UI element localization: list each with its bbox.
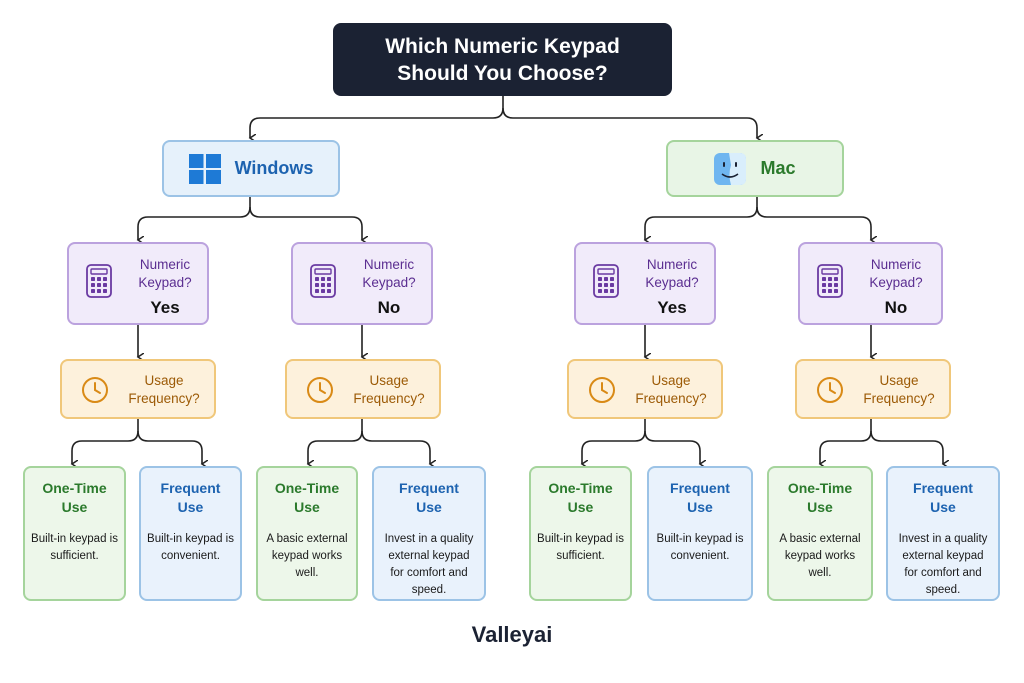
mac-node: Mac [666, 140, 844, 197]
clock-icon [82, 377, 108, 403]
windows-yes-frequent-leaf: Frequent Use Built-in keypad is convenie… [139, 466, 242, 601]
clock-icon [589, 377, 615, 403]
keypad-question: Numeric Keypad? [362, 257, 416, 290]
windows-yes-usage-node: Usage Frequency? [60, 359, 216, 419]
mac-finder-icon [714, 152, 747, 185]
leaf-title: Frequent Use [913, 480, 973, 515]
diagram-title: Which Numeric Keypad Should You Choose? [333, 23, 672, 96]
brand-watermark: Valleyai [471, 622, 553, 647]
keypad-answer: Yes [150, 298, 180, 317]
windows-no-one-time-leaf: One-Time Use A basic external keypad wor… [256, 466, 358, 601]
leaf-title: Frequent Use [399, 480, 459, 515]
keypad-answer: No [884, 298, 908, 317]
keypad-icon [817, 264, 843, 298]
leaf-title: Frequent Use [160, 480, 221, 515]
windows-label: Windows [234, 158, 314, 178]
windows-yes-one-time-leaf: One-Time Use Built-in keypad is sufficie… [23, 466, 126, 601]
clock-icon [307, 377, 333, 403]
mac-yes-one-time-leaf: One-Time Use Built-in keypad is sufficie… [529, 466, 632, 601]
leaf-title: One-Time Use [548, 480, 613, 515]
usage-frequency-label: Usage Frequency? [128, 373, 200, 406]
usage-frequency-label: Usage Frequency? [635, 373, 707, 406]
keypad-icon [593, 264, 619, 298]
usage-frequency-label: Usage Frequency? [863, 373, 935, 406]
leaf-title: One-Time Use [42, 480, 107, 515]
keypad-question: Numeric Keypad? [869, 257, 923, 290]
keypad-question: Numeric Keypad? [645, 257, 699, 290]
leaf-description: Invest in a quality external keypad for … [384, 533, 474, 596]
mac-keypad-no-node: Numeric Keypad? No [798, 242, 943, 325]
keypad-icon [86, 264, 112, 298]
leaf-title: Frequent Use [670, 480, 730, 515]
leaf-description: A basic external keypad works well. [779, 533, 861, 579]
leaf-description: Built-in keypad is sufficient. [31, 533, 118, 562]
windows-keypad-no-node: Numeric Keypad? No [291, 242, 433, 325]
windows-node: Windows [162, 140, 340, 197]
leaf-description: Invest in a quality external keypad for … [898, 533, 988, 596]
usage-frequency-label: Usage Frequency? [353, 373, 425, 406]
leaf-description: Built-in keypad is convenient. [147, 533, 234, 562]
windows-keypad-yes-node: Numeric Keypad? Yes [67, 242, 209, 325]
clock-icon [817, 377, 843, 403]
windows-logo-icon [188, 153, 221, 184]
title-line-1: Which Numeric Keypad [385, 34, 620, 58]
leaf-title: One-Time Use [787, 480, 853, 515]
leaf-description: A basic external keypad works well. [266, 533, 348, 579]
mac-no-one-time-leaf: One-Time Use A basic external keypad wor… [767, 466, 873, 601]
keypad-answer: Yes [657, 298, 687, 317]
mac-keypad-yes-node: Numeric Keypad? Yes [574, 242, 716, 325]
mac-no-frequent-leaf: Frequent Use Invest in a quality externa… [886, 466, 1000, 601]
keypad-answer: No [377, 298, 401, 317]
windows-no-usage-node: Usage Frequency? [285, 359, 441, 419]
mac-yes-usage-node: Usage Frequency? [567, 359, 723, 419]
keypad-question: Numeric Keypad? [138, 257, 192, 290]
mac-label: Mac [760, 158, 796, 178]
mac-yes-frequent-leaf: Frequent Use Built-in keypad is convenie… [647, 466, 753, 601]
leaf-description: Built-in keypad is sufficient. [537, 533, 624, 562]
windows-no-frequent-leaf: Frequent Use Invest in a quality externa… [372, 466, 486, 601]
keypad-icon [310, 264, 336, 298]
title-line-2: Should You Choose? [397, 61, 608, 85]
leaf-title: One-Time Use [274, 480, 340, 515]
leaf-description: Built-in keypad is convenient. [656, 533, 744, 562]
mac-no-usage-node: Usage Frequency? [795, 359, 951, 419]
